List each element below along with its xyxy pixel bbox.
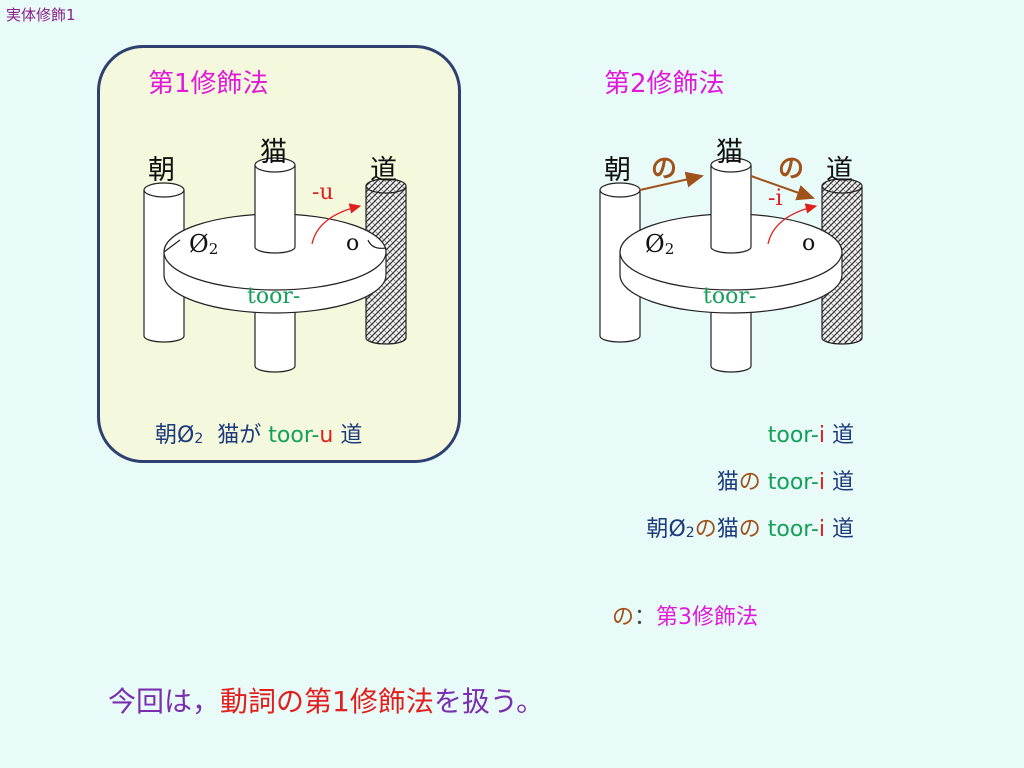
left-road-label: 道 bbox=[370, 155, 397, 186]
left-sentence: 朝Ø2 猫が toor-u 道 bbox=[155, 423, 363, 448]
right-disc-label: toor- bbox=[703, 284, 757, 309]
right-phi-label: Ø2 bbox=[645, 230, 675, 258]
right-morning-label: 朝 bbox=[604, 155, 631, 186]
right-cat-pillar-upper bbox=[710, 157, 752, 254]
right-suffix-arrow bbox=[767, 203, 818, 245]
right-road-label: 道 bbox=[826, 155, 853, 186]
right-cat-pillar-lower bbox=[710, 300, 752, 373]
right-cat-label: 猫 bbox=[716, 137, 743, 168]
left-o-label: o bbox=[346, 231, 360, 256]
footer-statement: 今回は，動詞の第1修飾法を扱う。 bbox=[108, 685, 545, 718]
right-structure bbox=[599, 157, 863, 373]
right-sentence-3: 朝Ø2の猫の toor-i 道 bbox=[646, 517, 854, 542]
right-suffix-label: -i bbox=[768, 186, 783, 211]
right-o-label: o bbox=[802, 231, 816, 256]
right-sentence-2: 猫の toor-i 道 bbox=[716, 470, 854, 495]
right-sentence-1: toor-i 道 bbox=[767, 423, 854, 448]
left-phi-label: Ø2 bbox=[189, 230, 219, 258]
first-method-heading: 第1修飾法 bbox=[148, 69, 269, 99]
left-disc-label: toor- bbox=[247, 284, 301, 309]
left-suffix-label: -u bbox=[312, 180, 334, 205]
second-method-heading: 第2修飾法 bbox=[604, 69, 725, 99]
right-no-right-label: の bbox=[778, 154, 805, 184]
left-cat-label: 猫 bbox=[260, 137, 287, 168]
left-morning-label: 朝 bbox=[148, 155, 175, 186]
left-cat-pillar-upper bbox=[254, 157, 296, 254]
left-suffix-arrow bbox=[311, 203, 362, 245]
slide-title: 実体修飾1 bbox=[6, 6, 76, 24]
left-structure bbox=[143, 157, 407, 373]
right-no-arrow-left bbox=[639, 171, 704, 191]
right-no-left-label: の bbox=[651, 154, 678, 184]
right-no-arrow-right bbox=[750, 175, 815, 201]
third-method-note: の：第3修飾法 bbox=[612, 605, 759, 630]
left-cat-pillar-lower bbox=[254, 300, 296, 373]
